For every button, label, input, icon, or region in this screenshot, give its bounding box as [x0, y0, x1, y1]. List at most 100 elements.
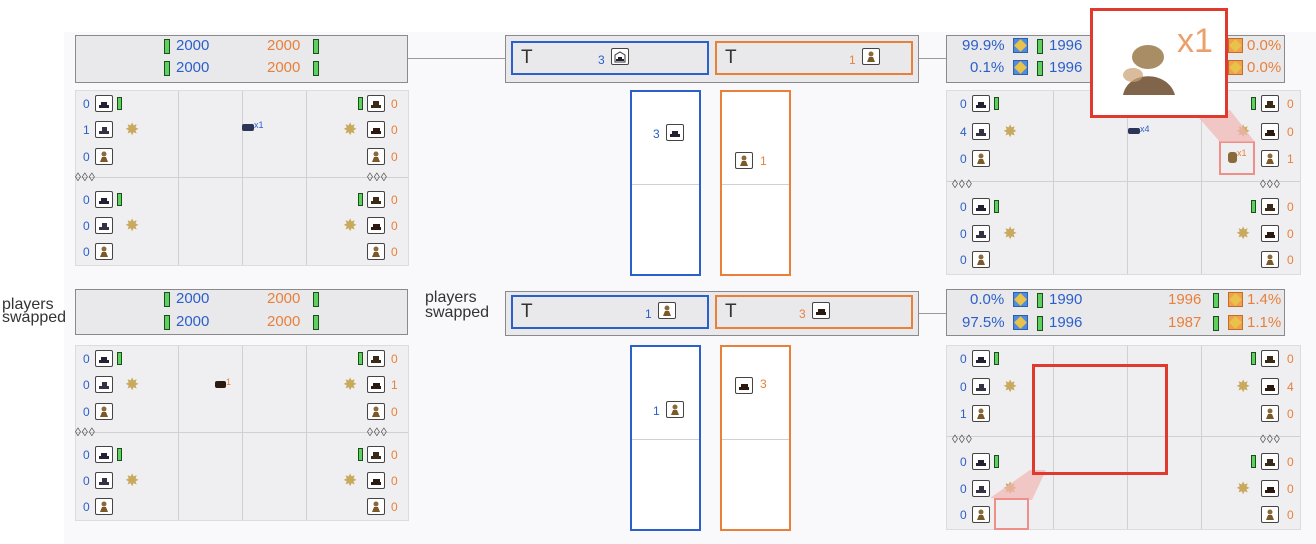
result-pct-top: 0.0% [970, 291, 1005, 308]
crawler-icon [95, 121, 113, 138]
zoom-connector [1192, 110, 1255, 142]
t-blue-count: 3 [598, 53, 605, 67]
t-label: T [521, 47, 533, 68]
count: 0 [960, 482, 967, 496]
sun-burst-icon: ✸ [1236, 479, 1251, 498]
crawler-icon [972, 225, 990, 242]
green-bar-icon [358, 97, 363, 110]
column-orange-top [720, 90, 791, 276]
score-blue-bottom: 2000 [176, 313, 210, 330]
sun-burst-icon: ✸ [125, 471, 140, 490]
green-bar-icon [117, 352, 122, 365]
sun-burst-icon: ✸ [343, 216, 358, 235]
result-pct-top: 99.9% [962, 37, 1005, 54]
soldier-icon [862, 48, 880, 65]
green-bar-icon [1251, 97, 1256, 110]
count: 0 [960, 455, 967, 469]
diamond-icon: ◊◊◊ [1260, 177, 1281, 191]
count: 0 [1287, 200, 1294, 214]
soldier-icon [658, 302, 676, 319]
soldier-icon [367, 243, 385, 260]
green-bar-icon [117, 97, 122, 110]
count: 0 [391, 245, 398, 259]
soldier-icon [972, 251, 990, 268]
count: 4 [1287, 380, 1294, 394]
orange-badge-icon [1228, 315, 1243, 330]
blue-badge-icon [1013, 38, 1028, 53]
tank-icon [367, 472, 385, 489]
count: 0 [391, 448, 398, 462]
diamond-icon: ◊◊◊ [75, 170, 96, 184]
soldier-marker-icon [1228, 152, 1237, 163]
score-orange-top: 2000 [267, 37, 301, 54]
soldier-icon [95, 243, 113, 260]
count: 0 [83, 352, 90, 366]
diamond-icon: ◊◊◊ [75, 425, 96, 439]
soldier-icon [95, 148, 113, 165]
score-orange-top: 2000 [267, 290, 301, 307]
count: 0 [960, 152, 967, 166]
players-swapped-label-2: swapped [425, 304, 490, 321]
result-orange-pct-bottom: 1.1% [1247, 314, 1282, 331]
count: 0 [1287, 482, 1294, 496]
t-box-blue-top: T 3 [511, 41, 709, 75]
count: 0 [83, 405, 90, 419]
t-box-orange-bottom: T 3 [715, 295, 913, 329]
result-orange-val-bottom: 1987 [1168, 314, 1202, 331]
count: 0 [960, 253, 967, 267]
count: 0 [83, 378, 90, 392]
crawler-icon [1261, 95, 1279, 112]
count: 1 [83, 123, 90, 137]
count: 0 [960, 352, 967, 366]
t-orange-count: 3 [799, 307, 806, 321]
count: 0 [960, 200, 967, 214]
unit-marker-icon [242, 124, 254, 131]
zoom-label: x1 [1177, 22, 1213, 60]
sun-burst-icon: ✸ [343, 120, 358, 139]
sun-burst-icon: ✸ [343, 471, 358, 490]
soldier-zoomed-icon [1123, 45, 1175, 95]
soldier-icon [95, 498, 113, 515]
board-panel-bottom-left [75, 345, 409, 521]
count: 0 [960, 380, 967, 394]
result-pct-bottom: 0.1% [970, 59, 1005, 76]
green-bar-icon [994, 352, 999, 365]
count: 0 [1287, 253, 1294, 267]
sun-burst-icon: ✸ [125, 120, 140, 139]
green-bar-icon [358, 448, 363, 461]
count: 0 [391, 97, 398, 111]
soldier-icon [95, 403, 113, 420]
green-bar-icon [1251, 455, 1256, 468]
green-bar-icon [1213, 293, 1219, 308]
count: 0 [391, 405, 398, 419]
connector-line [408, 58, 506, 59]
count: 0 [391, 474, 398, 488]
score-box-bottom [75, 289, 408, 335]
marker-label: x1 [1237, 148, 1247, 158]
tank-icon [611, 48, 629, 65]
orange-badge-icon [1228, 60, 1243, 75]
sun-burst-icon: ✸ [1003, 122, 1018, 141]
count: 0 [391, 352, 398, 366]
board-panel-top-right [946, 90, 1301, 275]
crawler-icon [95, 472, 113, 489]
column-orange-count: 3 [760, 377, 767, 391]
tank-icon [972, 350, 990, 367]
result-val-bottom: 1996 [1049, 59, 1083, 76]
soldier-icon [1261, 506, 1279, 523]
result-val-top: 1996 [1049, 37, 1083, 54]
count: 0 [1287, 508, 1294, 522]
tank-icon [95, 95, 113, 112]
count: 1 [391, 378, 398, 392]
soldier-icon [367, 403, 385, 420]
zoom-inset: x1 [1090, 8, 1228, 118]
green-bar-icon [1213, 316, 1219, 331]
tank-icon [1261, 378, 1279, 395]
green-bar-icon [994, 455, 999, 468]
highlight-rect [994, 498, 1029, 530]
soldier-icon [1261, 150, 1279, 167]
count: 0 [83, 150, 90, 164]
diamond-icon: ◊◊◊ [367, 425, 388, 439]
tank-icon [367, 376, 385, 393]
unit-marker-icon [215, 381, 226, 388]
